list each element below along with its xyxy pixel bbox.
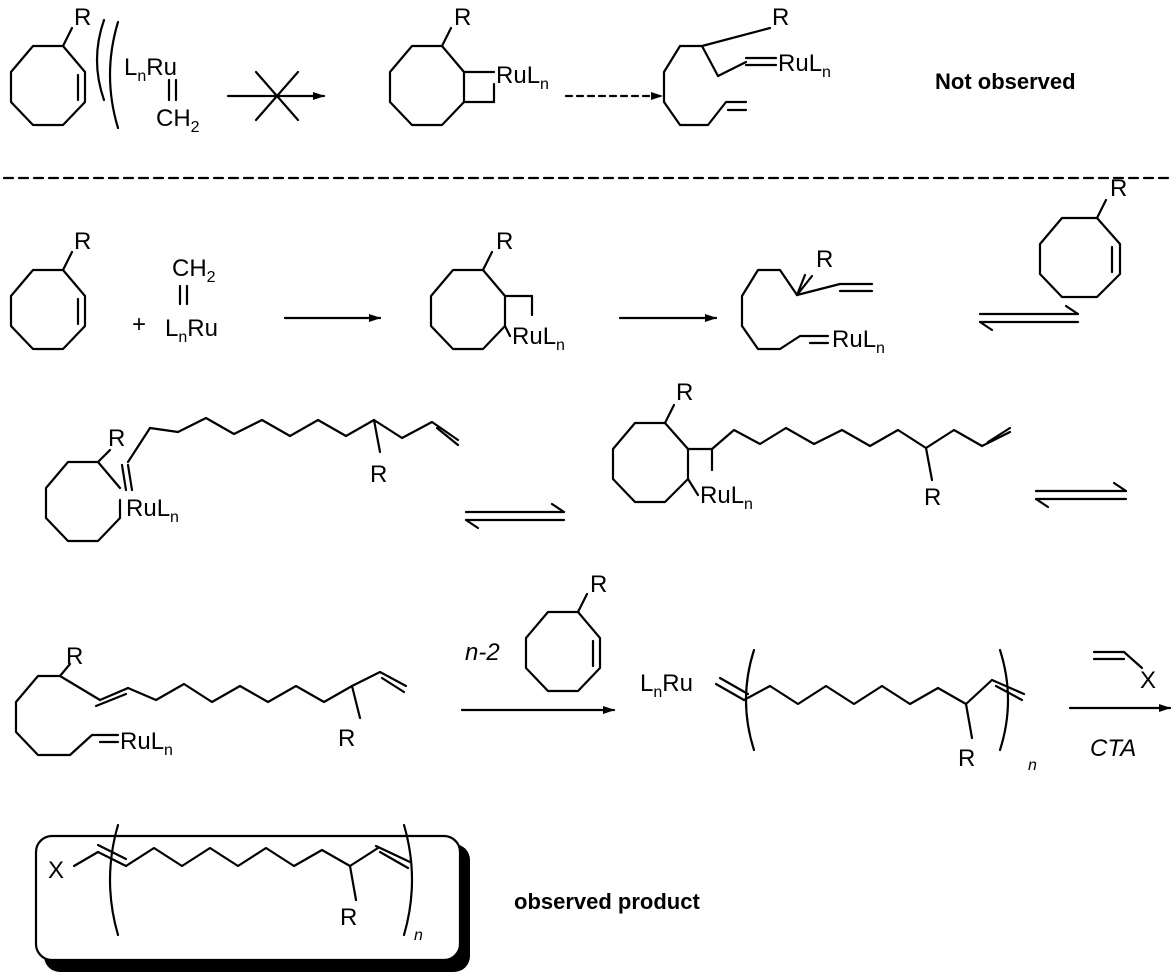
row2-cyclooctene: R [9, 228, 91, 351]
svg-text:X: X [1140, 667, 1156, 694]
svg-text:R: R [676, 379, 693, 406]
svg-text:R: R [108, 425, 125, 452]
svg-text:R: R [340, 904, 357, 931]
row1-cyclooctene: R [9, 4, 91, 127]
svg-text:RuLn: RuLn [496, 62, 549, 93]
row4-polymer-carbene: LnRu R n [640, 648, 1037, 774]
svg-text:R: R [958, 745, 975, 772]
svg-text:n: n [414, 927, 423, 944]
svg-text:R: R [74, 228, 91, 255]
row1-metallacyclobutane: R RuLn [388, 4, 549, 127]
svg-text:LnRu: LnRu [124, 54, 177, 85]
observed-product-box [34, 834, 470, 972]
not-observed-label: Not observed [935, 69, 1076, 94]
svg-text:n: n [1028, 757, 1037, 774]
svg-text:CH2: CH2 [156, 105, 200, 136]
row3-metallacyclobutane-chain: R RuLn R [611, 379, 1012, 513]
plus-sign: + [132, 311, 146, 338]
row1-ring-opened-carbene: R RuLn [662, 4, 831, 127]
svg-text:LnRu: LnRu [640, 670, 693, 701]
row4-extended-carbene: R R RuLn [14, 643, 408, 759]
row1-bracket [95, 18, 120, 130]
cta-label: CTA [1090, 735, 1136, 762]
svg-text:RuLn: RuLn [832, 326, 885, 357]
row2-ring-opened-carbene: R RuLn [740, 246, 885, 357]
row3-ru-coordinated-intermediate: R RuLn R [44, 416, 460, 543]
svg-text:R: R [370, 461, 387, 488]
svg-text:RuLn: RuLn [700, 482, 753, 513]
svg-text:LnRu: LnRu [165, 315, 218, 346]
row2-cyclooctene-reagent: R [1038, 175, 1127, 299]
svg-text:CH2: CH2 [172, 255, 216, 286]
svg-text:R: R [772, 4, 789, 31]
svg-text:X: X [48, 857, 64, 884]
svg-text:RuLn: RuLn [778, 50, 831, 81]
observed-product-label: observed product [514, 889, 700, 914]
substituent-r: R [74, 4, 91, 31]
svg-text:RuLn: RuLn [126, 495, 179, 526]
equilibrium-arrow-1 [978, 304, 1080, 332]
vinyl-cta: X [1092, 650, 1156, 694]
svg-text:R: R [66, 643, 83, 670]
observed-product-polymer: X R n [48, 823, 423, 944]
svg-text:R: R [590, 571, 607, 598]
row1-ru-methylidene: LnRu CH2 [124, 54, 200, 136]
svg-text:RuLn: RuLn [120, 728, 173, 759]
svg-text:R: R [924, 484, 941, 511]
equilibrium-arrow-2 [464, 502, 566, 530]
svg-text:R: R [1110, 175, 1127, 202]
svg-text:R: R [338, 725, 355, 752]
svg-text:R: R [496, 228, 513, 255]
svg-text:RuLn: RuLn [512, 323, 565, 354]
svg-text:R: R [816, 246, 833, 273]
row2-ru-methylidene: CH2 LnRu [165, 255, 218, 346]
blocked-arrow [226, 70, 326, 122]
n-minus-2-label: n-2 [465, 639, 500, 666]
svg-text:R: R [454, 4, 471, 31]
row2-metallacyclobutane: R RuLn [429, 228, 565, 354]
equilibrium-arrow-3 [1034, 481, 1128, 509]
n-minus-2-condition: n-2 R [465, 571, 607, 693]
